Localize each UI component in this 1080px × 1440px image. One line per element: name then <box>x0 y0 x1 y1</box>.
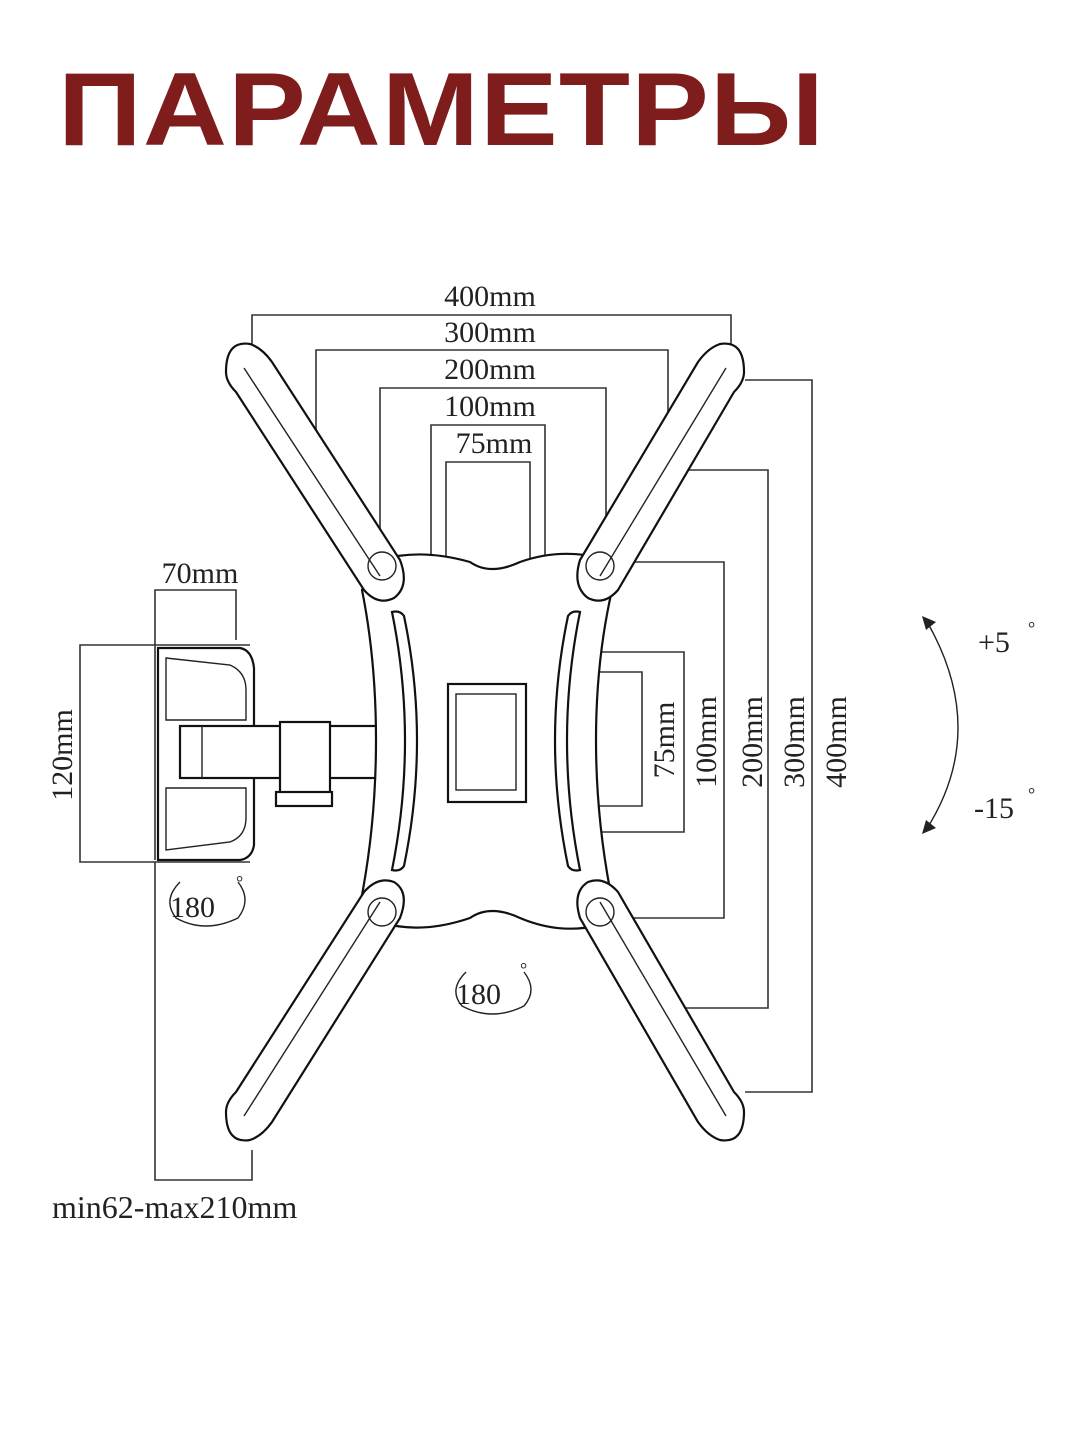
dimension-100mm-vertical: 100mm <box>690 696 723 788</box>
dimension-arm-width: 70mm <box>162 557 239 590</box>
dimension-400mm-vertical: 400mm <box>820 696 853 788</box>
dimension-arm-height: 120mm <box>46 709 79 801</box>
tilt-arc-icon <box>922 616 959 834</box>
bracket-arm-top-left <box>224 342 405 602</box>
arm-swivel-icon <box>169 881 246 927</box>
tilt-up-label: +5 <box>978 626 1010 659</box>
arm-swivel-degree: ° <box>236 872 243 892</box>
dimension-300mm-vertical: 300mm <box>778 696 811 788</box>
tilt-down-label: -15 <box>974 792 1014 825</box>
tv-plate <box>360 552 614 930</box>
dimension-100mm-horizontal: 100mm <box>444 390 536 423</box>
tilt-down-degree: ° <box>1028 784 1035 804</box>
dimension-400mm-horizontal: 400mm <box>444 280 536 313</box>
dimension-200mm-horizontal: 200mm <box>444 353 536 386</box>
bracket-arm-bottom-left <box>224 879 405 1142</box>
plate-rotation-icon <box>455 971 532 1015</box>
bracket-arm-bottom-right <box>576 879 746 1142</box>
tilt-up-degree: ° <box>1028 618 1035 638</box>
bracket-arm-top-right <box>576 342 746 602</box>
arm-swivel-label: 180 <box>170 891 215 924</box>
plate-rotation-label: 180 <box>456 978 501 1011</box>
wall-arm <box>79 589 382 1181</box>
dimension-300mm-horizontal: 300mm <box>444 316 536 349</box>
dimension-extension: min62-max210mm <box>52 1189 297 1225</box>
plate-rotation-degree: ° <box>520 959 527 979</box>
dimension-75mm-vertical: 75mm <box>648 702 681 779</box>
horizontal-dimension-lines <box>251 314 732 680</box>
dimension-200mm-vertical: 200mm <box>736 696 769 788</box>
page-title: ПАРАМЕТРЫ <box>58 52 826 168</box>
dimension-75mm-horizontal: 75mm <box>456 427 533 460</box>
